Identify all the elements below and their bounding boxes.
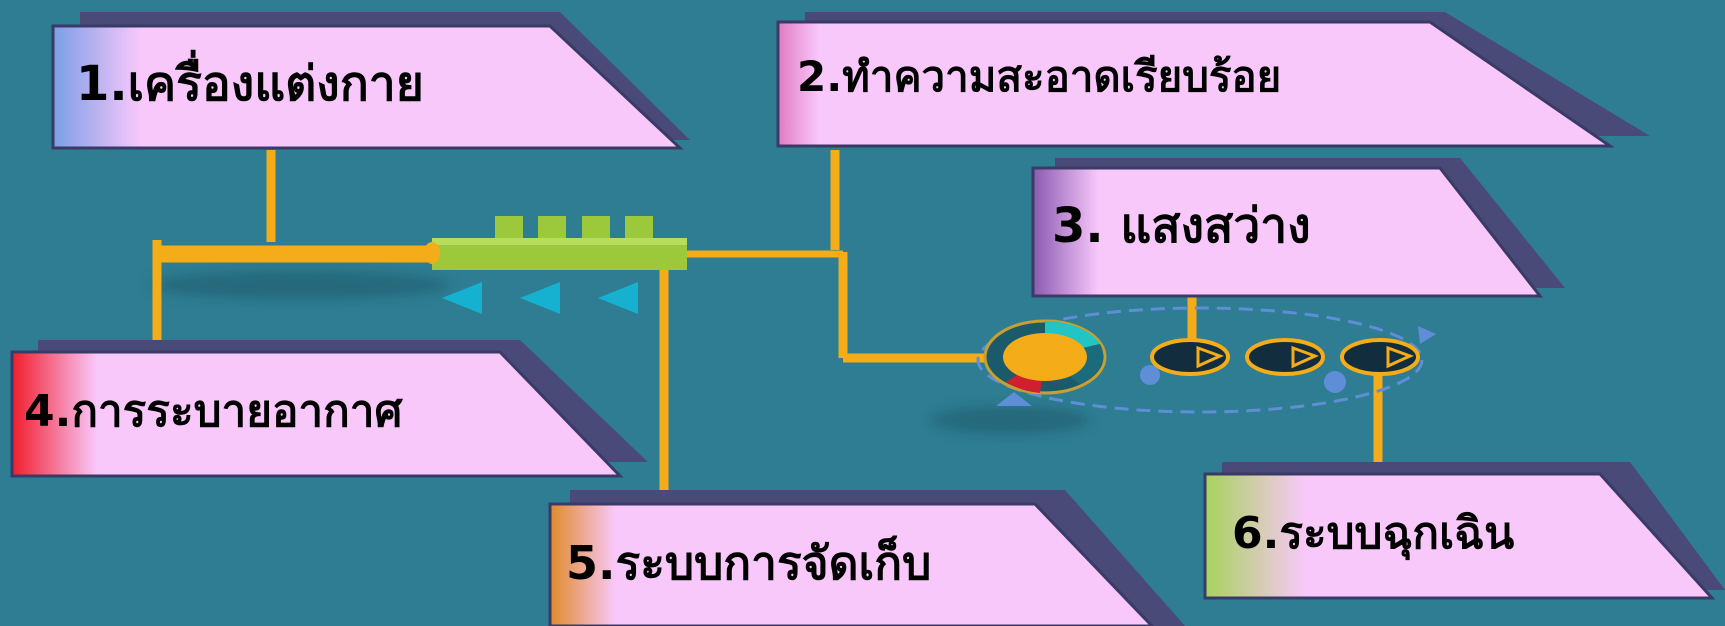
- label-4-text: 4.การระบายอากาศ: [24, 386, 403, 437]
- label-3-text: 3. แสงสว่าง: [1052, 198, 1311, 254]
- label-box-2: [776, 12, 1650, 148]
- label-2-text: 2.ทำความสะอาดเรียบร้อย: [797, 52, 1282, 101]
- label-box-5: [548, 490, 1185, 626]
- label-6-text: 6.ระบบฉุกเฉิน: [1232, 508, 1515, 559]
- arrow-left-icon: [442, 282, 482, 314]
- triangle-up-icon: [996, 392, 1032, 406]
- manifold-block: [424, 216, 687, 270]
- connector-lines: [152, 150, 1383, 494]
- satellite-node: [1150, 338, 1230, 376]
- hub-cluster: [976, 306, 1436, 414]
- label-box-6: [1203, 462, 1725, 600]
- flow-arrows: [442, 282, 638, 314]
- label-1-text: 1.เครื่องแต่งกาย: [76, 56, 424, 112]
- satellite-node: [1340, 338, 1420, 376]
- satellite-node: [1245, 338, 1325, 376]
- label-5-text: 5.ระบบการจัดเก็บ: [566, 536, 932, 590]
- arrow-left-icon: [520, 282, 560, 314]
- label-box-1: [51, 12, 690, 150]
- label-box-3: [1031, 158, 1565, 298]
- arrow-left-icon: [598, 282, 638, 314]
- label-box-4: [10, 340, 648, 478]
